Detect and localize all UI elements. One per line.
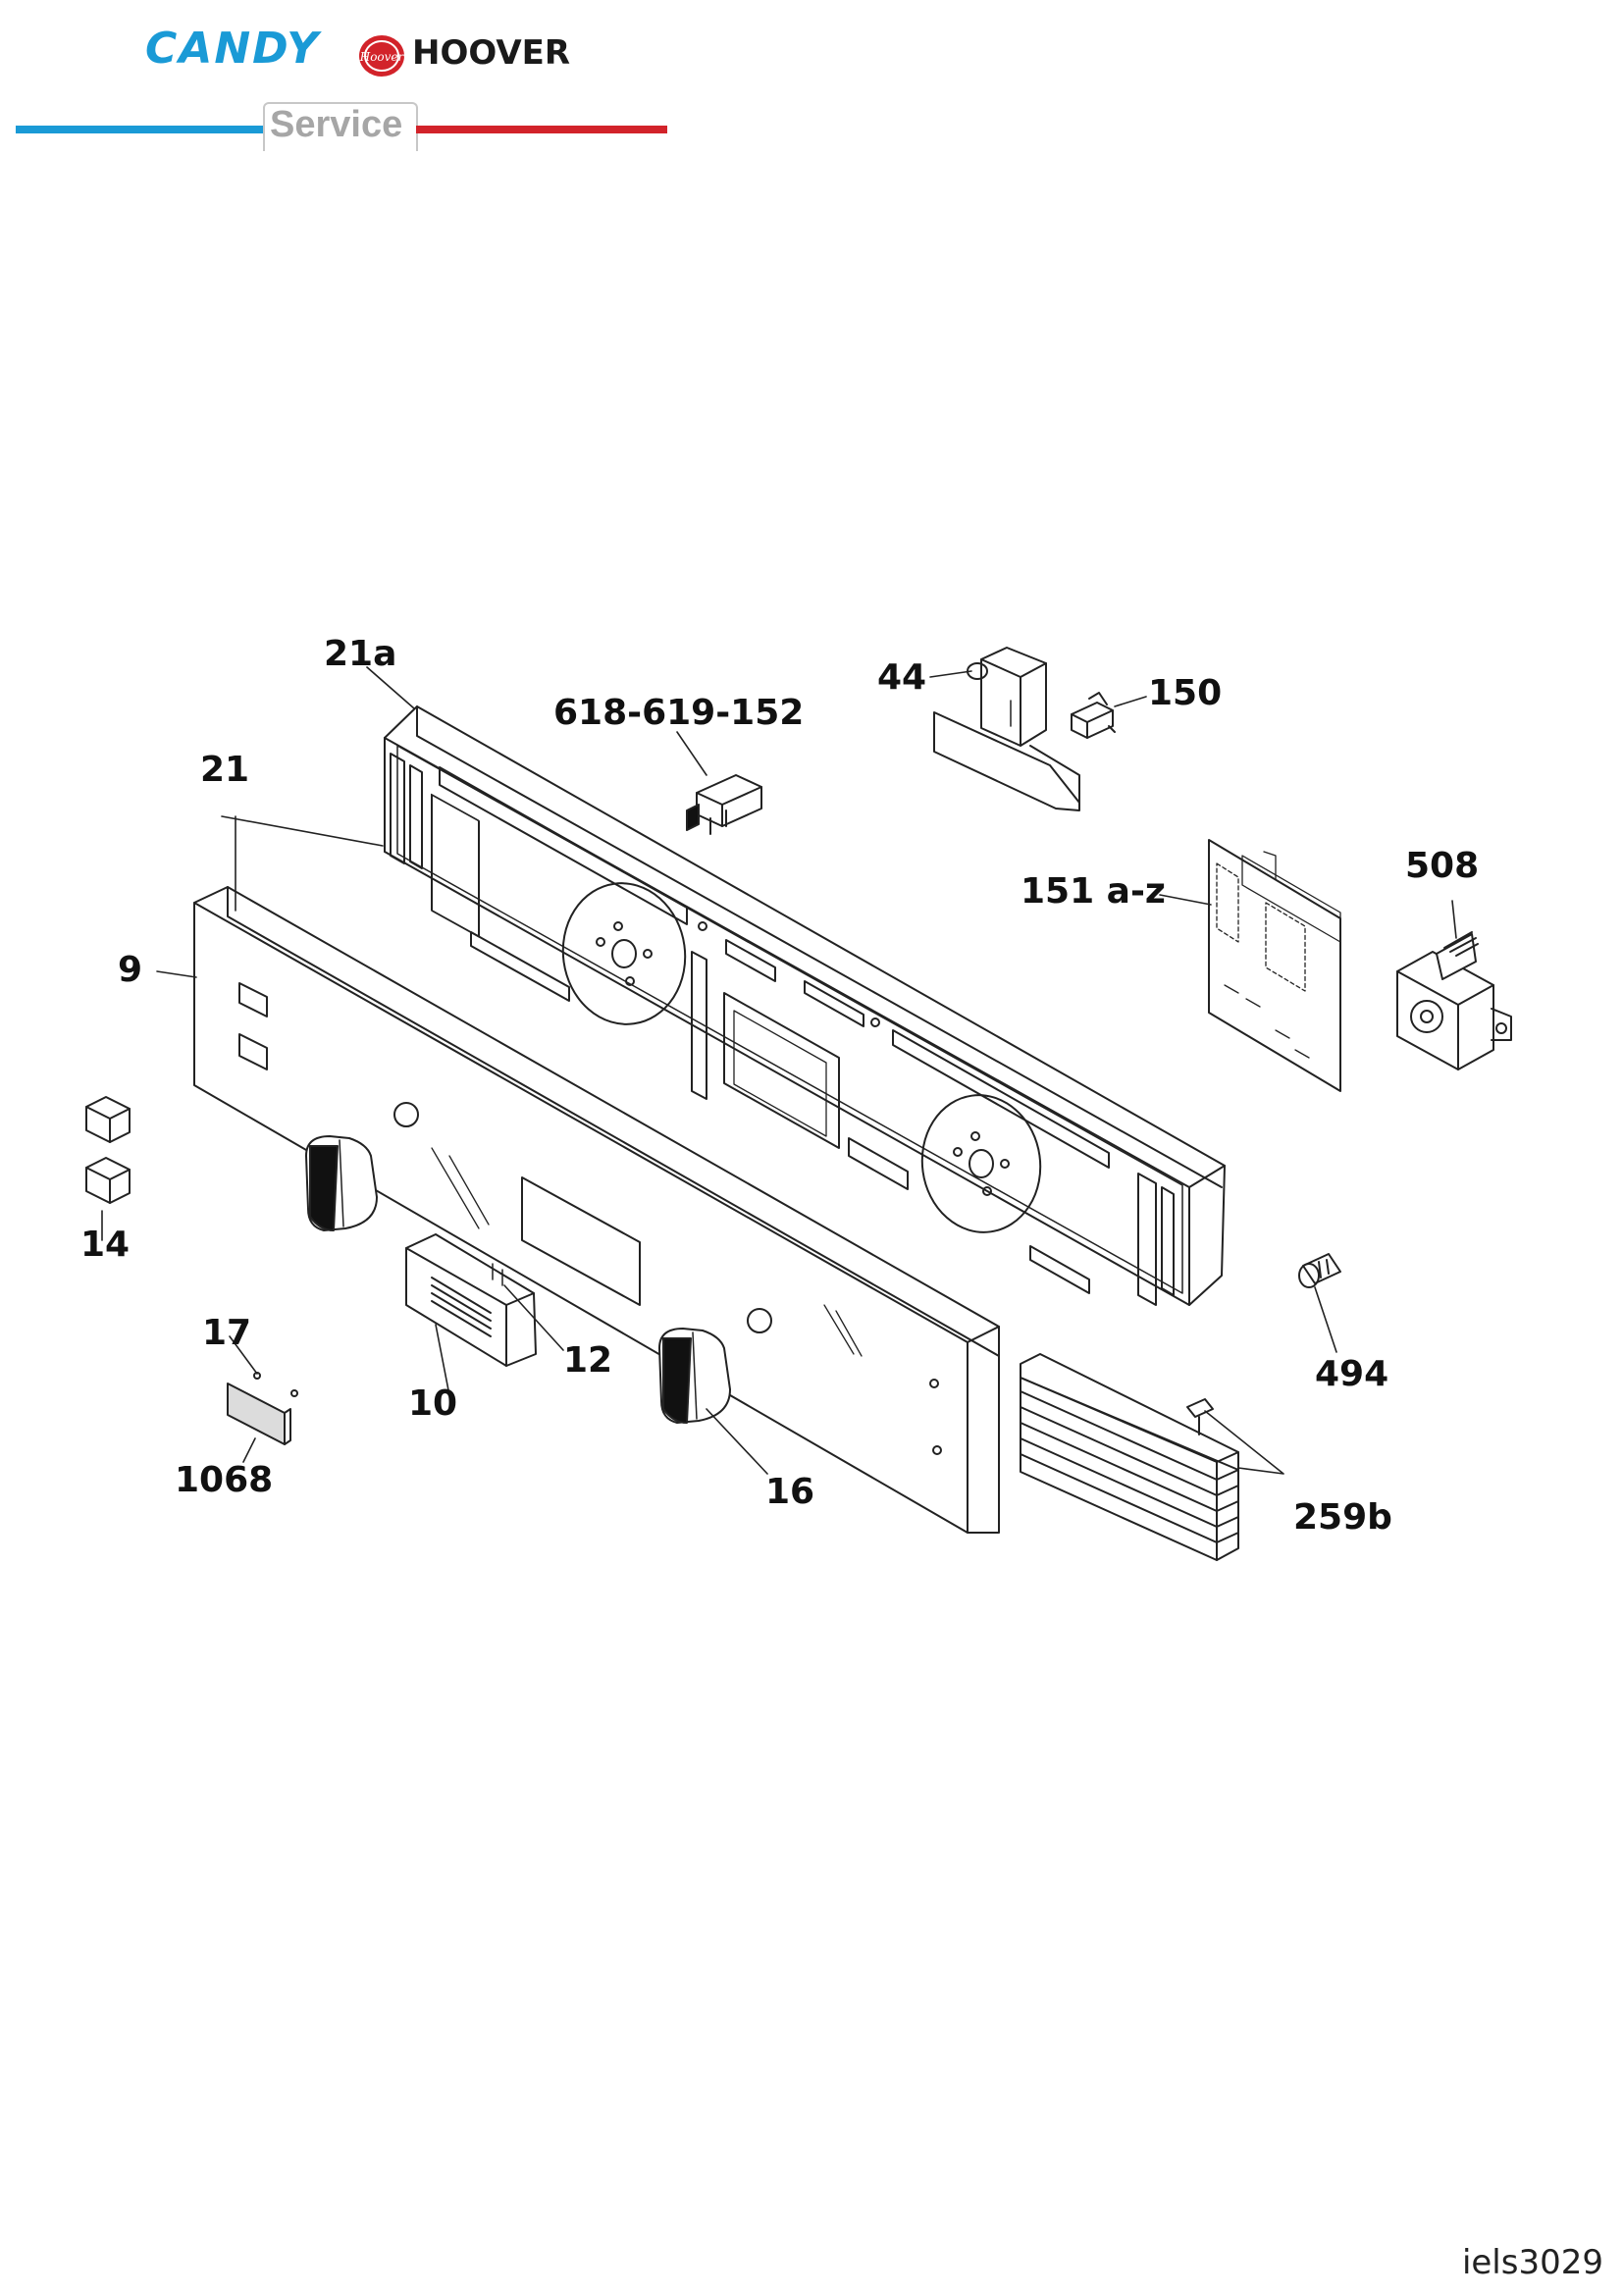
push-buttons: [85, 1096, 131, 1204]
handle-cover: [405, 1233, 537, 1367]
callout-494: 494: [1315, 1354, 1388, 1394]
callout-10: 10: [408, 1383, 457, 1424]
program-selector: [1396, 931, 1512, 1070]
service-tab: [263, 102, 418, 151]
document-code: iels3029: [1461, 2243, 1603, 2282]
callout-259b: 259b: [1293, 1497, 1392, 1538]
svg-text:Hoover: Hoover: [359, 50, 405, 64]
brand-bar-red: [416, 126, 667, 133]
callout-150: 150: [1148, 673, 1222, 713]
callout-618-619-152: 618-619-152: [553, 693, 804, 733]
protective-strips: [1020, 1353, 1239, 1561]
rear-control-frame: [384, 705, 1226, 1306]
screw-494: [1298, 1253, 1341, 1288]
knob-left: [305, 1135, 378, 1231]
callout-508: 508: [1405, 846, 1479, 886]
callout-16: 16: [765, 1472, 814, 1512]
callout-21: 21: [200, 750, 249, 790]
callout-1068: 1068: [175, 1460, 273, 1500]
callout-17: 17: [202, 1313, 251, 1353]
mains-switch: [686, 774, 762, 835]
micro-switch: [1071, 692, 1116, 739]
hoover-logo-icon: Hoover: [359, 35, 405, 77]
callout-151: 151 a-z: [1021, 871, 1166, 912]
door-lock: [933, 647, 1080, 811]
control-pcb: [1208, 839, 1341, 1092]
knob-right: [658, 1328, 731, 1424]
page-header: CANDY Hoover HOOVER Service: [0, 0, 687, 157]
callout-21a: 21a: [324, 634, 396, 674]
callout-9: 9: [118, 950, 142, 990]
front-fascia-panel: [193, 886, 1000, 1534]
candy-logo: CANDY: [145, 24, 321, 74]
hoover-brand: HOOVER: [412, 33, 571, 73]
callout-12: 12: [563, 1340, 612, 1381]
rating-plate: [227, 1372, 298, 1445]
callout-labels: 21a 618-619-152 44 150 21 151 a-z 508 9 …: [80, 634, 1479, 1538]
callout-44: 44: [877, 657, 926, 698]
leader-lines: [101, 666, 1457, 1475]
service-label: Service: [270, 104, 403, 145]
callout-14: 14: [80, 1225, 130, 1265]
brand-bar-blue: [16, 126, 263, 133]
